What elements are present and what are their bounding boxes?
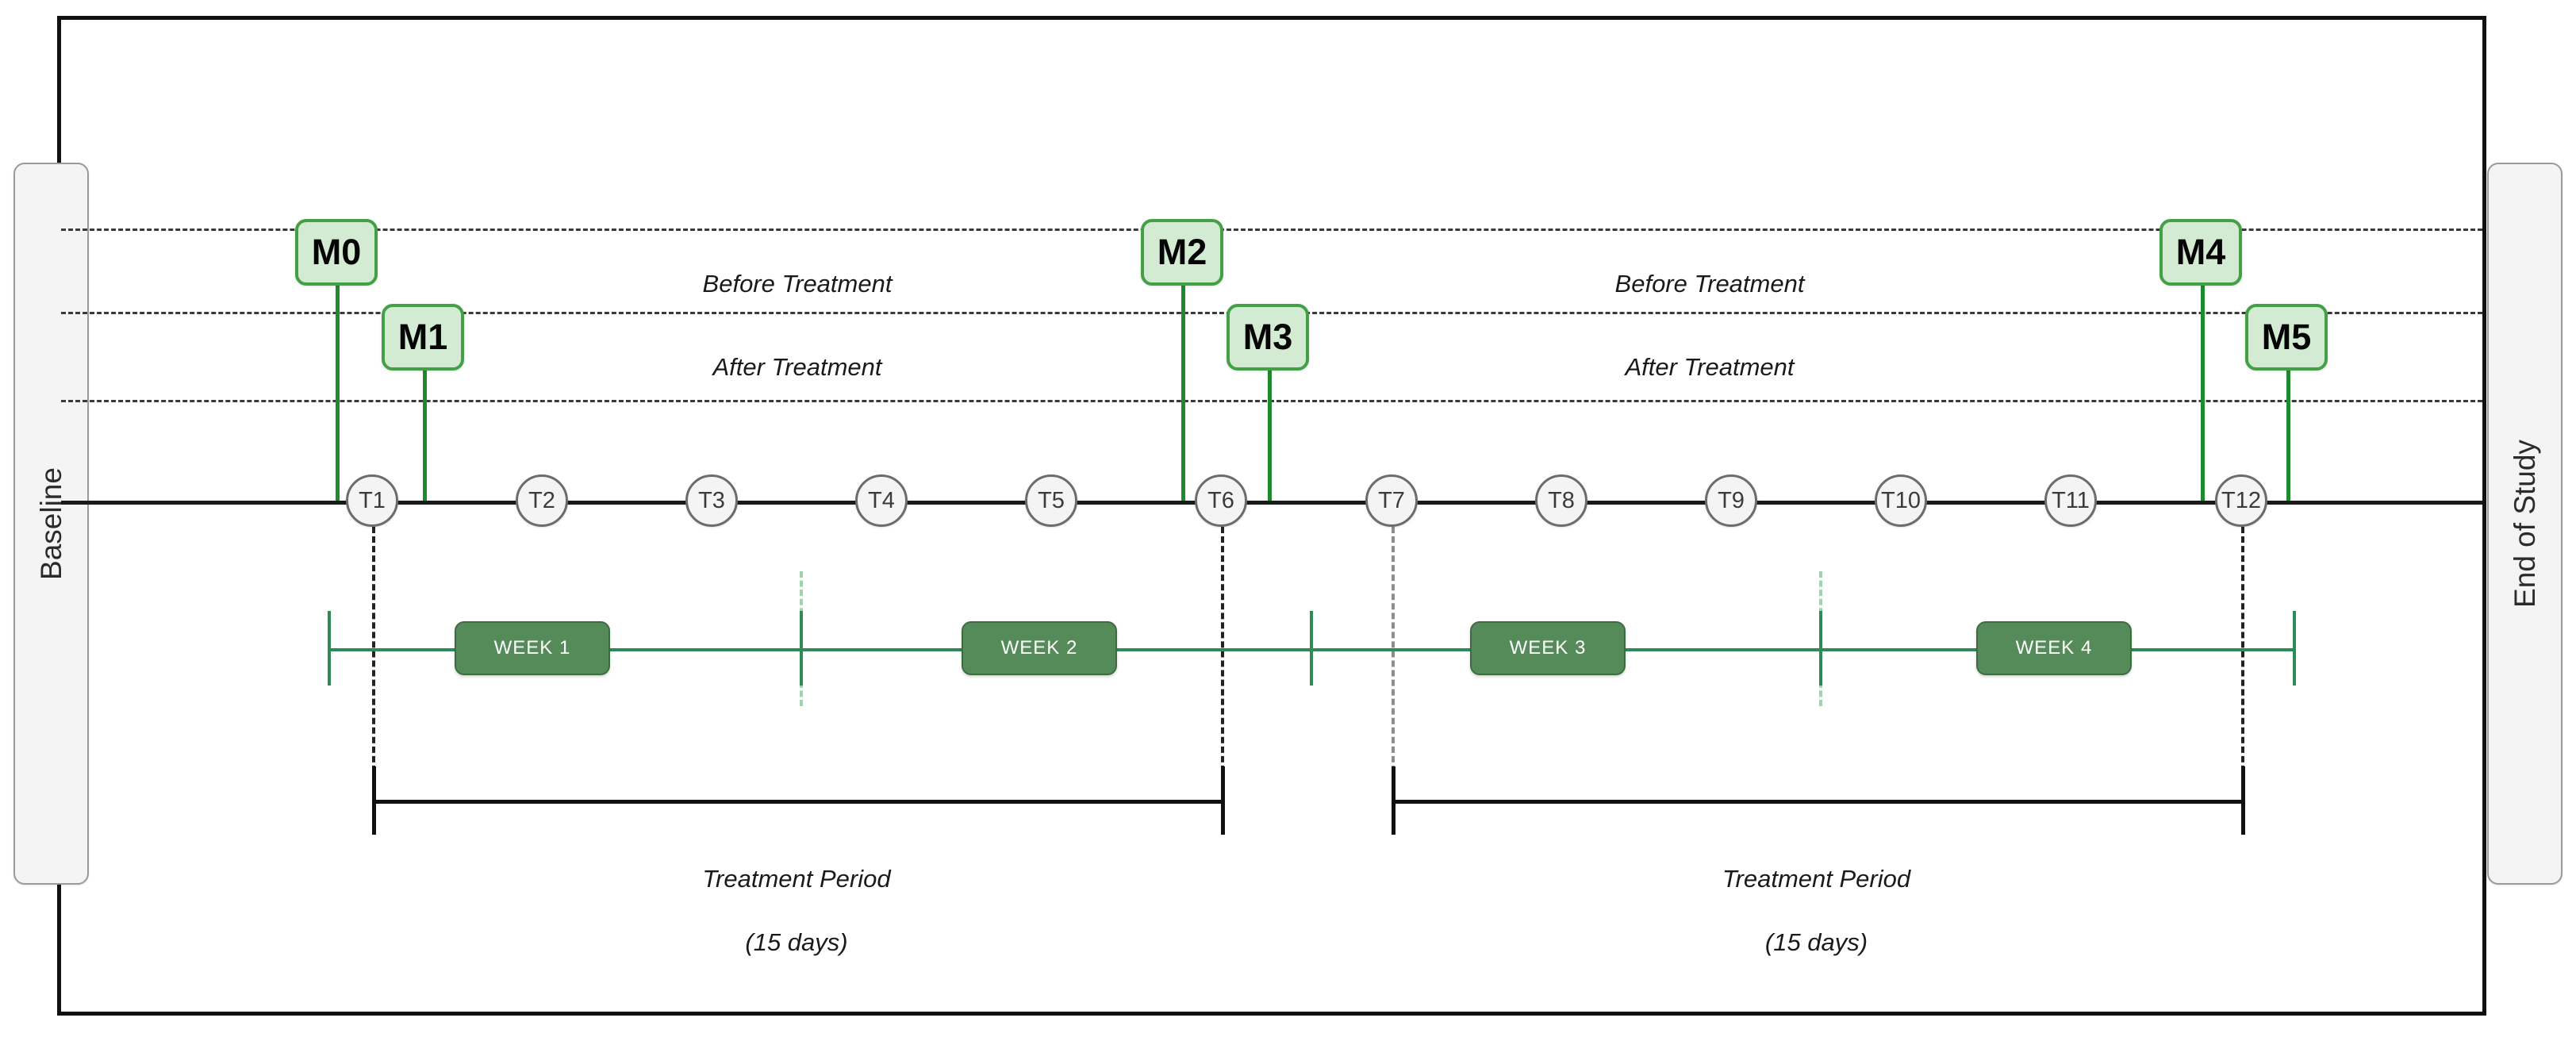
marker-stem-m0 xyxy=(336,286,340,501)
measurement-marker-m1[interactable]: M1 xyxy=(382,304,464,371)
marker-stem-m5 xyxy=(2286,371,2290,501)
end-of-study-endcap: End of Study xyxy=(2487,163,2563,885)
timepoint-node-t12[interactable]: T12 xyxy=(2215,474,2267,527)
week-ruler-tick xyxy=(2293,611,2296,686)
week-ruler-tick xyxy=(800,611,803,686)
main-timeline-axis xyxy=(61,501,2482,505)
treatment-bracket-cap xyxy=(1392,766,1395,835)
timepoint-node-t4[interactable]: T4 xyxy=(855,474,908,527)
rail-bottom xyxy=(61,400,2482,402)
timepoint-node-t9[interactable]: T9 xyxy=(1705,474,1757,527)
treatment-period-duration: (15 days) xyxy=(745,928,848,956)
timepoint-node-t10[interactable]: T10 xyxy=(1875,474,1927,527)
treatment-period-label: Treatment Period xyxy=(702,865,891,893)
timepoint-node-t3[interactable]: T3 xyxy=(685,474,738,527)
treatment-bracket-cap xyxy=(2241,766,2245,835)
week-bar-4[interactable]: WEEK 4 xyxy=(1976,621,2132,675)
marker-stem-m2 xyxy=(1181,286,1185,501)
week-ruler-tick xyxy=(1310,611,1313,686)
treatment-bracket-cap xyxy=(372,766,376,835)
study-frame xyxy=(57,16,2486,1016)
phase-label: After Treatment xyxy=(712,353,882,381)
timepoint-node-t5[interactable]: T5 xyxy=(1025,474,1077,527)
drop-line xyxy=(1392,527,1395,801)
marker-stem-m3 xyxy=(1268,371,1272,501)
phase-label: After Treatment xyxy=(1625,353,1795,381)
timepoint-node-t2[interactable]: T2 xyxy=(516,474,568,527)
drop-line xyxy=(1221,527,1224,801)
baseline-label: Baseline xyxy=(34,467,67,580)
timepoint-node-t6[interactable]: T6 xyxy=(1195,474,1247,527)
timepoint-node-t11[interactable]: T11 xyxy=(2044,474,2097,527)
measurement-marker-m2[interactable]: M2 xyxy=(1141,219,1223,286)
week-ruler-tick xyxy=(1819,611,1822,686)
treatment-bracket-cap xyxy=(1221,766,1225,835)
treatment-period-label: Treatment Period xyxy=(1722,865,1911,893)
measurement-marker-m3[interactable]: M3 xyxy=(1227,304,1309,371)
week-bar-1[interactable]: WEEK 1 xyxy=(455,621,610,675)
timepoint-node-t8[interactable]: T8 xyxy=(1535,474,1587,527)
marker-stem-m4 xyxy=(2201,286,2205,501)
rail-top xyxy=(61,229,2482,231)
week-bar-3[interactable]: WEEK 3 xyxy=(1470,621,1626,675)
marker-stem-m1 xyxy=(423,371,427,501)
measurement-marker-m4[interactable]: M4 xyxy=(2159,219,2242,286)
drop-line xyxy=(2241,527,2244,801)
treatment-bracket-line xyxy=(372,800,1221,804)
baseline-endcap: Baseline xyxy=(13,163,89,885)
week-ruler-tick xyxy=(328,611,331,686)
end-of-study-label: End of Study xyxy=(2508,440,2541,608)
treatment-bracket-line xyxy=(1392,800,2241,804)
phase-label: Before Treatment xyxy=(702,270,893,298)
phase-label: Before Treatment xyxy=(1614,270,1805,298)
treatment-period-duration: (15 days) xyxy=(1764,928,1868,956)
week-bar-2[interactable]: WEEK 2 xyxy=(962,621,1117,675)
timepoint-node-t1[interactable]: T1 xyxy=(346,474,398,527)
timepoint-node-t7[interactable]: T7 xyxy=(1365,474,1418,527)
drop-line xyxy=(372,527,375,801)
measurement-marker-m0[interactable]: M0 xyxy=(295,219,378,286)
measurement-marker-m5[interactable]: M5 xyxy=(2245,304,2328,371)
